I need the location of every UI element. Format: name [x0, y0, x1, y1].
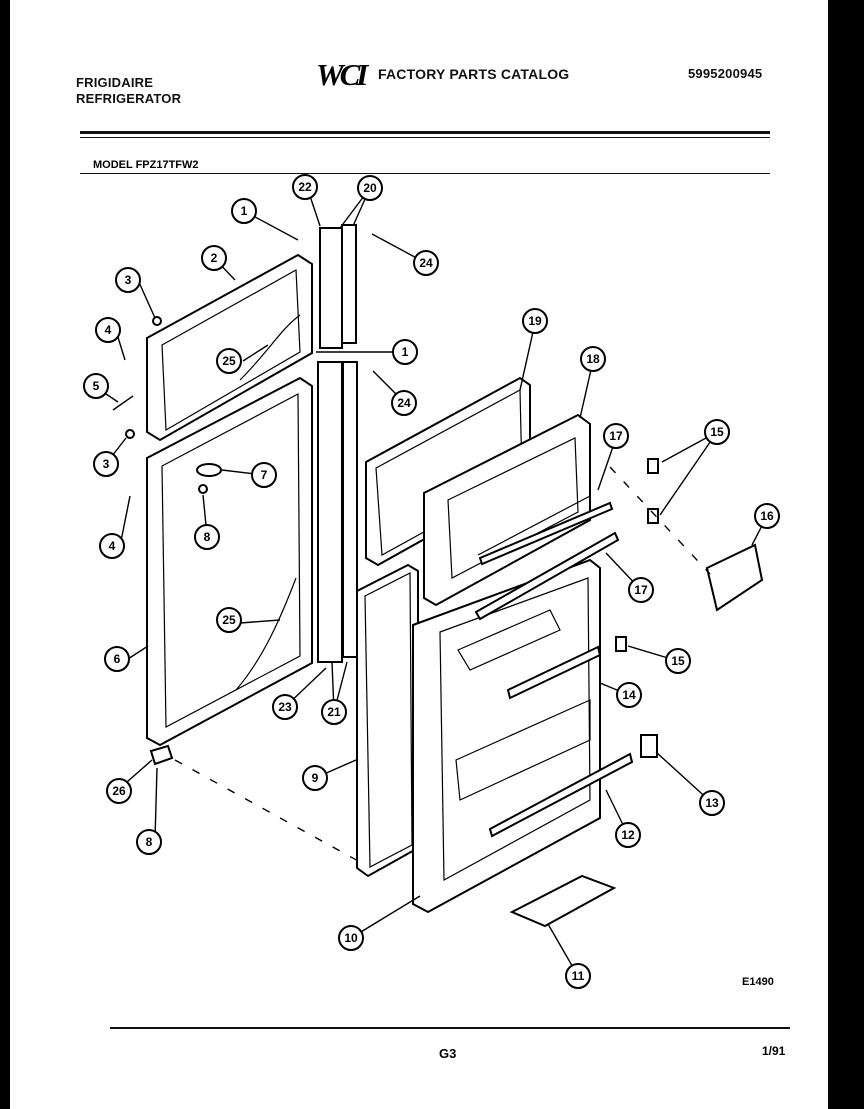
callout-12: 12	[615, 822, 641, 848]
svg-text:22: 22	[298, 180, 312, 194]
header-rule-bottom	[80, 137, 770, 138]
svg-text:25: 25	[222, 613, 236, 627]
callout-13: 13	[699, 790, 725, 816]
svg-text:21: 21	[327, 705, 341, 719]
svg-text:17: 17	[634, 583, 648, 597]
svg-text:10: 10	[344, 931, 358, 945]
svg-text:13: 13	[705, 796, 719, 810]
callout-10: 10	[338, 925, 364, 951]
svg-text:26: 26	[112, 784, 126, 798]
callout-18: 18	[580, 346, 606, 372]
callout-25-lower: 25	[216, 607, 242, 633]
catalog-title: FACTORY PARTS CATALOG	[378, 66, 570, 82]
callout-8-lower: 8	[136, 829, 162, 855]
header-rule-top	[80, 131, 770, 134]
callout-21: 21	[321, 699, 347, 725]
svg-text:15: 15	[671, 654, 685, 668]
svg-text:7: 7	[261, 468, 268, 482]
svg-text:14: 14	[622, 688, 636, 702]
fresh-food-door-panel	[356, 563, 419, 878]
callout-15-upper: 15	[704, 419, 730, 445]
callout-6: 6	[104, 646, 130, 672]
egg-tray	[509, 874, 617, 928]
wci-logo: WCI	[316, 57, 368, 92]
svg-text:24: 24	[397, 396, 411, 410]
svg-text:20: 20	[363, 181, 377, 195]
svg-text:15: 15	[710, 425, 724, 439]
callout-23: 23	[272, 694, 298, 720]
callout-9: 9	[302, 765, 328, 791]
callout-17-lower: 17	[628, 577, 654, 603]
svg-text:1: 1	[402, 345, 409, 359]
freezer-door-liner-frame	[146, 253, 313, 442]
diagram-reference-code: E1490	[742, 976, 774, 988]
page-code: G3	[439, 1046, 457, 1061]
svg-text:17: 17	[609, 429, 623, 443]
callout-11: 11	[565, 963, 591, 989]
brand-block: FRIGIDAIRE REFRIGERATOR	[76, 75, 181, 107]
callout-5: 5	[83, 373, 109, 399]
callout-24-top: 24	[413, 250, 439, 276]
small-hardware-parts	[112, 316, 764, 766]
footer-rule	[110, 1027, 790, 1029]
svg-text:23: 23	[278, 700, 292, 714]
callout-3-lower: 3	[93, 451, 119, 477]
svg-text:1: 1	[241, 204, 248, 218]
svg-text:24: 24	[419, 256, 433, 270]
svg-text:5: 5	[93, 379, 100, 393]
svg-text:19: 19	[528, 314, 542, 328]
catalog-date: 1/91	[762, 1044, 786, 1058]
svg-text:6: 6	[114, 652, 121, 666]
callout-26: 26	[106, 778, 132, 804]
product-type: REFRIGERATOR	[76, 91, 182, 106]
svg-text:8: 8	[146, 835, 153, 849]
svg-text:3: 3	[103, 457, 110, 471]
fresh-food-door-inner-liner	[412, 558, 601, 914]
callout-16: 16	[754, 503, 780, 529]
svg-text:25: 25	[222, 354, 236, 368]
assembly-guide-lines	[174, 466, 711, 863]
callout-17-upper: 17	[603, 423, 629, 449]
door-shelf-bars	[474, 501, 634, 838]
callout-7: 7	[251, 462, 277, 488]
brand-name: FRIGIDAIRE	[76, 75, 154, 90]
callout-1-top: 1	[231, 198, 257, 224]
svg-text:11: 11	[572, 969, 585, 983]
svg-text:4: 4	[105, 323, 112, 337]
freezer-door-inner-liner	[423, 413, 591, 607]
callout-19: 19	[522, 308, 548, 334]
svg-text:4: 4	[109, 539, 116, 553]
callout-1-mid: 1	[392, 339, 418, 365]
svg-text:12: 12	[621, 828, 635, 842]
callout-4-top: 4	[95, 317, 121, 343]
callout-14: 14	[616, 682, 642, 708]
callout-4-lower: 4	[99, 533, 125, 559]
svg-text:3: 3	[125, 273, 132, 287]
model-rule	[80, 173, 770, 174]
callout-24-mid: 24	[391, 390, 417, 416]
callout-8-upper: 8	[194, 524, 220, 550]
callout-20: 20	[357, 175, 383, 201]
svg-text:8: 8	[204, 530, 211, 544]
callout-15-lower: 15	[665, 648, 691, 674]
callout-22: 22	[292, 174, 318, 200]
door-gasket-strips	[317, 224, 358, 663]
svg-text:2: 2	[211, 251, 218, 265]
callout-25-upper: 25	[216, 348, 242, 374]
svg-text:9: 9	[312, 771, 319, 785]
svg-text:16: 16	[760, 509, 774, 523]
catalog-part-number: 5995200945	[688, 66, 763, 81]
svg-text:18: 18	[586, 352, 600, 366]
model-number: MODEL FPZ17TFW2	[93, 159, 199, 171]
callout-3-top: 3	[115, 267, 141, 293]
callout-2: 2	[201, 245, 227, 271]
